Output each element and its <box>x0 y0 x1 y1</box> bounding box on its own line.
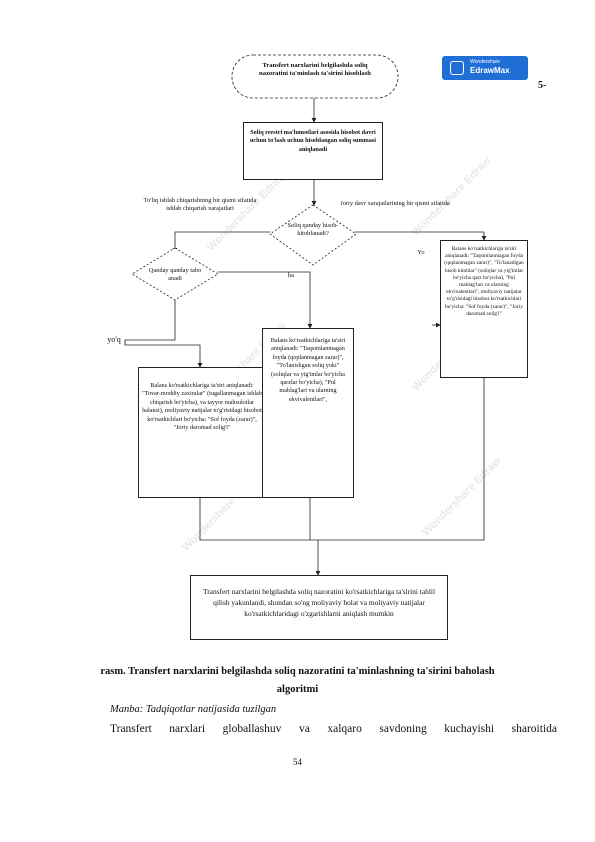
label-yo: Yo <box>417 249 425 256</box>
edrawmax-logo-icon <box>450 61 464 75</box>
badge-brand-line2: EdrawMax <box>470 66 510 75</box>
figure-number: 5- <box>538 80 547 91</box>
page-number: 54 <box>293 757 302 767</box>
flow-start: Transfert narxlarini belgilashda soliq n… <box>259 62 371 77</box>
flow-end: Transfert narxlarini belgilashda soliq n… <box>190 575 448 640</box>
label-no: yo'q <box>107 335 121 344</box>
flowchart-connectors <box>124 54 487 576</box>
flow-box-mid: Balans ko'rsatkichlariga ta'siri aniqlan… <box>262 328 354 498</box>
edrawmax-badge: Wondershare EdrawMax <box>442 56 528 80</box>
decision2-text: Qanday qanday tabo anadi <box>148 267 202 282</box>
decision1-right-label: Joriy davr xarajatlarining bir qismi sif… <box>340 200 450 207</box>
figure-caption-line2: algoritmi <box>276 684 319 695</box>
body-paragraph: Transfert narxlari globallashuv va xalqa… <box>110 723 557 735</box>
label-yes: ha <box>287 272 295 279</box>
badge-brand-line1: Wondershare <box>470 59 500 65</box>
flow-box-left: Balans ko'rsatkichlariga ta'siri aniqlan… <box>138 367 266 498</box>
flow-step1: Soliq reestri ma'lumotlari asosida hisob… <box>243 122 383 180</box>
figure-caption-line1: rasm. Transfert narxlarini belgilashda s… <box>100 666 495 677</box>
decision1-left-label: To'liq ishlab chiqarishning bir qismi si… <box>143 197 257 212</box>
flow-box-right: Balans ko'rsatkichlariga ta'siri aniqlan… <box>440 240 528 378</box>
figure-source: Manba: Tadqiqotlar natijasida tuzilgan <box>110 704 277 715</box>
decision1-text: Soliq qanday hisob-kitoblanadi? <box>287 222 339 237</box>
